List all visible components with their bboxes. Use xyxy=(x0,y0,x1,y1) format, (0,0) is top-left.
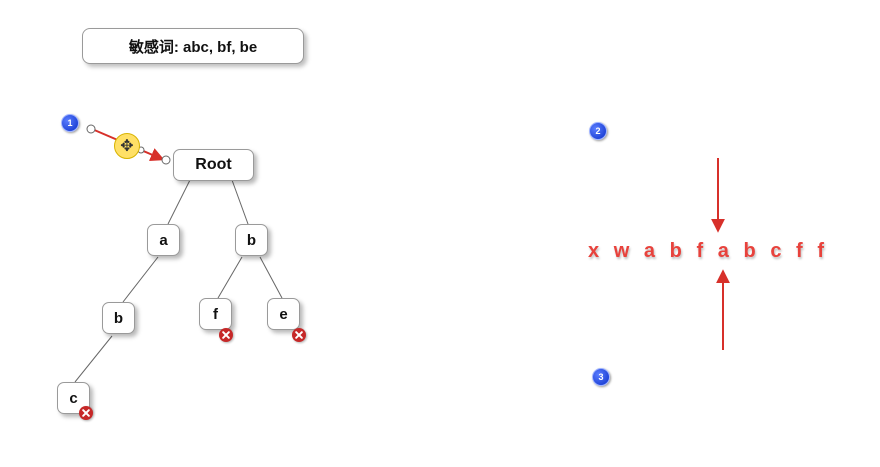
step-badge-3-label: 3 xyxy=(598,372,604,382)
node-f-label: f xyxy=(213,305,218,323)
node-b-left-label: b xyxy=(113,309,124,327)
string-char: a xyxy=(643,239,656,262)
node-e: e xyxy=(267,298,300,330)
edge-a-b xyxy=(122,256,159,303)
node-a-label: a xyxy=(159,231,168,249)
move-icon[interactable]: ✥ xyxy=(114,133,140,159)
edge-root-b xyxy=(231,179,249,225)
node-b-right-label: b xyxy=(246,231,257,249)
edge-b-f xyxy=(217,256,243,299)
node-b-left: b xyxy=(102,302,135,334)
string-char: x xyxy=(588,239,600,262)
node-a: a xyxy=(147,224,180,256)
string-char: w xyxy=(613,239,630,262)
sensitive-words-title: 敏感词: abc, bf, be xyxy=(82,28,304,64)
node-f: f xyxy=(199,298,232,330)
edge-b-e xyxy=(259,256,283,299)
step-badge-1: 1 xyxy=(61,114,79,132)
string-char: a xyxy=(717,239,729,262)
string-char: b xyxy=(669,239,682,262)
string-char: c xyxy=(770,239,782,262)
node-b-right: b xyxy=(235,224,268,256)
edge-b-c xyxy=(74,335,113,383)
pointer-start-handle xyxy=(86,124,96,134)
step-badge-1-label: 1 xyxy=(67,118,73,128)
node-root: Root xyxy=(173,149,254,181)
string-char: f xyxy=(696,239,704,262)
pointer-end-handle xyxy=(161,155,171,165)
string-char: f xyxy=(817,239,824,262)
string-char: f xyxy=(796,239,803,262)
node-e-label: e xyxy=(279,305,288,323)
node-c-label: c xyxy=(69,389,78,407)
scan-string: x w a b f a b c f f xyxy=(588,240,824,262)
cross-icon xyxy=(219,328,233,342)
step-badge-3: 3 xyxy=(592,368,610,386)
step-badge-2-label: 2 xyxy=(595,126,601,136)
string-char: b xyxy=(743,239,756,262)
title-text: 敏感词: abc, bf, be xyxy=(128,38,258,56)
step-badge-2: 2 xyxy=(589,122,607,140)
node-root-label: Root xyxy=(195,156,232,173)
cross-icon xyxy=(79,406,93,420)
edge-root-a xyxy=(167,179,191,225)
cross-icon xyxy=(292,328,306,342)
